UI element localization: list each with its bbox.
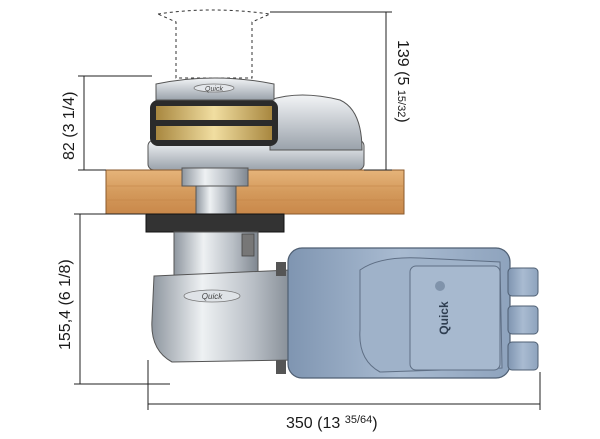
cable-glands [507, 267, 539, 371]
dimension-lines [74, 11, 541, 410]
mounting-studs [276, 262, 286, 374]
deck-flange [145, 213, 285, 233]
head-logo: Quick [205, 86, 223, 93]
dim-height-above-deck: 82 (3 1/4) [61, 92, 78, 160]
deck-board [105, 169, 405, 215]
svg-text:350 (13 35/64): 350 (13 35/64) [286, 414, 378, 432]
electric-motor: Quick [287, 247, 511, 379]
dim-height-top-main: 139 (5 [394, 40, 411, 90]
dim-width-fraction: 35/64 [345, 414, 373, 426]
dim-width-main: 350 (13 [286, 415, 345, 432]
dim-width-close: ) [372, 415, 377, 432]
gearbox-logo: Quick [202, 292, 223, 301]
svg-text:139 (5 15/32): 139 (5 15/32) [394, 40, 411, 123]
windlass-head: Quick [147, 77, 365, 171]
motor-logo: Quick [437, 301, 451, 335]
dim-height-top-close: ) [394, 117, 411, 122]
dim-height-top-fraction: 15/32 [395, 90, 407, 118]
gypsy-outline-dashed [156, 9, 272, 79]
dim-width: 350 (13 35/64) [286, 414, 378, 432]
dim-height-below-deck: 155,4 (6 1/8) [57, 259, 74, 350]
dim-height-top: 139 (5 15/32) [394, 40, 411, 123]
gearbox-body [151, 269, 297, 363]
